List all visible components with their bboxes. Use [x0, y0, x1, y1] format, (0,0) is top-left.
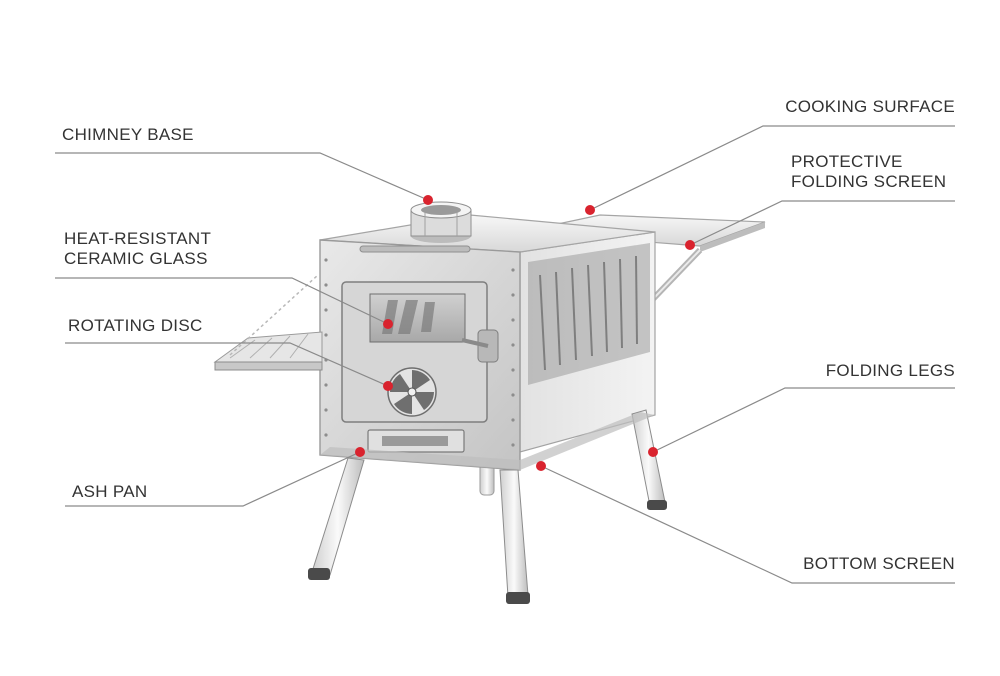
- label-heat-glass-line1: HEAT-RESISTANT: [64, 229, 212, 248]
- label-rotating-disc: ROTATING DISC: [68, 316, 203, 336]
- dot-rotating-disc: [383, 381, 393, 391]
- folding-legs: [308, 409, 667, 604]
- label-protective-line2: FOLDING SCREEN: [791, 172, 947, 191]
- label-bottom-screen: BOTTOM SCREEN: [803, 554, 955, 574]
- leader-lines: [55, 125, 955, 584]
- label-protective-folding-screen: PROTECTIVE FOLDING SCREEN: [791, 152, 946, 192]
- label-chimney-base-text: CHIMNEY BASE: [62, 125, 194, 144]
- leader-ash-pan: [65, 451, 361, 507]
- label-ash-pan-text: ASH PAN: [72, 482, 148, 501]
- dot-chimney-base: [423, 195, 433, 205]
- rotating-disc: [387, 367, 437, 417]
- ash-pan: [367, 429, 465, 453]
- label-folding-legs: FOLDING LEGS: [826, 361, 955, 381]
- label-folding-legs-text: FOLDING LEGS: [825, 361, 955, 380]
- dot-heat-glass: [383, 319, 393, 329]
- stove-illustration: [213, 201, 766, 604]
- leader-heat-glass: [55, 277, 389, 325]
- dot-cooking-surface: [585, 205, 595, 215]
- label-ash-pan: ASH PAN: [72, 482, 147, 502]
- dot-bottom-screen: [536, 461, 546, 471]
- chimney-collar: [410, 201, 472, 243]
- leader-chimney-base: [55, 152, 429, 201]
- protective-folding-screen: [528, 243, 650, 385]
- label-heat-glass-line2: CERAMIC GLASS: [64, 249, 208, 268]
- dot-protective-screen: [685, 240, 695, 250]
- leader-rotating-disc: [65, 342, 389, 387]
- callout-dots: [355, 195, 695, 471]
- bottom-screen: [320, 412, 655, 470]
- leader-cooking-surface: [589, 125, 955, 211]
- stove-door: [341, 281, 499, 423]
- label-heat-resistant-glass: HEAT-RESISTANT CERAMIC GLASS: [64, 229, 211, 269]
- leader-bottom-screen: [540, 465, 955, 584]
- label-chimney-base: CHIMNEY BASE: [62, 125, 194, 145]
- label-rotating-disc-text: ROTATING DISC: [68, 316, 203, 335]
- left-folding-shelf: [213, 274, 323, 371]
- label-cooking-surface: COOKING SURFACE: [785, 97, 955, 117]
- label-cooking-surface-text: COOKING SURFACE: [785, 97, 955, 116]
- dot-ash-pan: [355, 447, 365, 457]
- leader-folding-legs: [652, 387, 955, 453]
- dot-folding-legs: [648, 447, 658, 457]
- leader-protective-screen: [689, 200, 955, 246]
- label-protective-line1: PROTECTIVE: [791, 152, 903, 171]
- label-bottom-screen-text: BOTTOM SCREEN: [803, 554, 955, 573]
